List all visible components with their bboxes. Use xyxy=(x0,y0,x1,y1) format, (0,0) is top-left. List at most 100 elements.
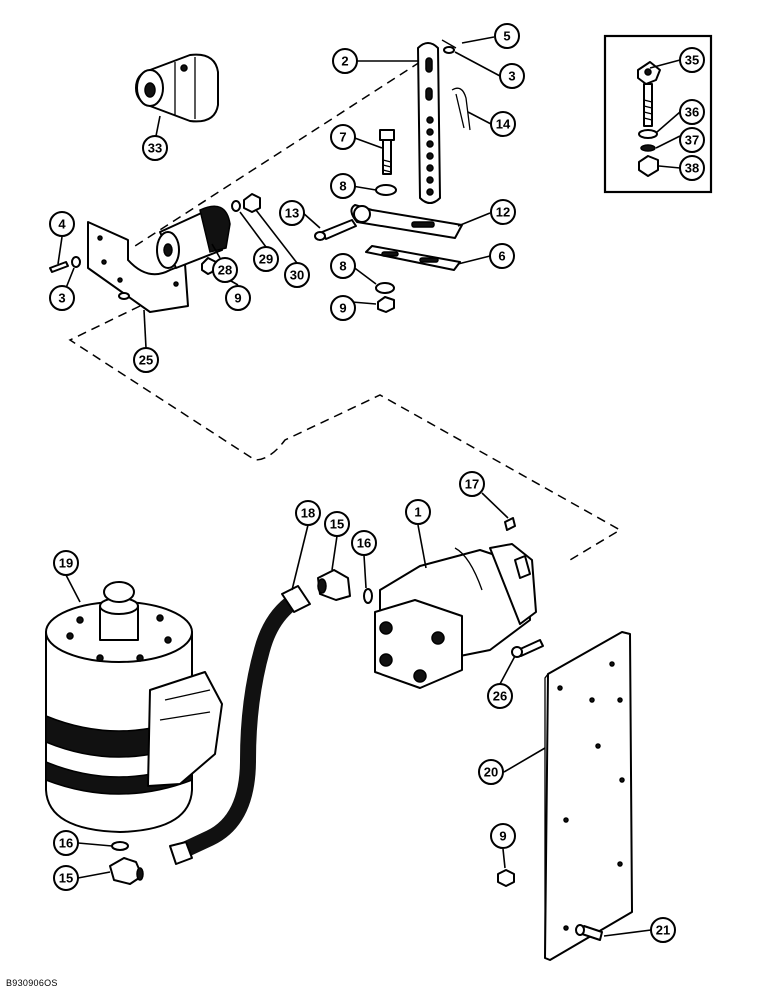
inset-parts xyxy=(637,61,661,177)
washer-8-lower xyxy=(375,282,395,294)
callout-9: 9 xyxy=(490,823,516,849)
callout-label: 28 xyxy=(218,263,232,278)
figure-code: B930906OS xyxy=(6,978,58,988)
callout-21: 21 xyxy=(650,917,676,943)
nut-9-mid xyxy=(377,296,395,313)
callout-label: 19 xyxy=(59,556,73,571)
washer-3-left xyxy=(71,256,81,268)
callout-16: 16 xyxy=(351,530,377,556)
bolt-21 xyxy=(575,924,603,941)
callout-label: 9 xyxy=(339,301,346,316)
callout-16: 16 xyxy=(53,830,79,856)
callout-label: 4 xyxy=(58,217,66,232)
washer-29 xyxy=(231,200,241,212)
callout-label: 16 xyxy=(59,836,73,851)
callout-35: 35 xyxy=(679,47,705,73)
reservoir-19 xyxy=(45,581,223,833)
callout-26: 26 xyxy=(487,683,513,709)
callout-28: 28 xyxy=(212,257,238,283)
callout-6: 6 xyxy=(489,243,515,269)
callout-30: 30 xyxy=(284,262,310,288)
callout-label: 33 xyxy=(148,141,162,156)
coupling-part xyxy=(135,53,219,123)
callout-label: 25 xyxy=(139,353,153,368)
callout-label: 21 xyxy=(656,923,670,938)
callout-2: 2 xyxy=(332,48,358,74)
pump-1 xyxy=(374,543,537,689)
callout-25: 25 xyxy=(133,347,159,373)
callout-label: 6 xyxy=(498,249,505,264)
callout-15: 15 xyxy=(53,865,79,891)
callout-label: 15 xyxy=(330,517,344,532)
hairpin-part xyxy=(451,87,471,131)
washer-8-upper xyxy=(375,184,397,196)
callout-label: 8 xyxy=(339,179,346,194)
callout-1: 1 xyxy=(405,499,431,525)
callout-29: 29 xyxy=(253,246,279,272)
callout-label: 12 xyxy=(496,205,510,220)
callout-label: 1 xyxy=(414,505,421,520)
callout-label: 9 xyxy=(499,829,506,844)
callout-3: 3 xyxy=(49,285,75,311)
callout-38: 38 xyxy=(679,155,705,181)
plate-6 xyxy=(365,245,461,271)
callout-label: 7 xyxy=(339,130,346,145)
nut-30 xyxy=(243,193,261,213)
callout-9: 9 xyxy=(330,295,356,321)
bolt-4 xyxy=(49,261,69,273)
callout-7: 7 xyxy=(330,124,356,150)
callout-label: 37 xyxy=(685,133,699,148)
callout-3: 3 xyxy=(499,63,525,89)
bolt-7 xyxy=(379,129,395,175)
oring-16-upper xyxy=(363,588,373,604)
callout-label: 18 xyxy=(301,506,315,521)
callout-label: 36 xyxy=(685,105,699,120)
callout-label: 13 xyxy=(285,206,299,221)
callout-15: 15 xyxy=(324,511,350,537)
callout-label: 3 xyxy=(508,69,515,84)
dashed-alignment-lines xyxy=(68,61,622,561)
callout-17: 17 xyxy=(459,471,485,497)
pin-washer-top xyxy=(441,39,457,54)
adjustment-bar-part xyxy=(417,42,441,204)
bolt-26 xyxy=(511,639,544,658)
bracket-12 xyxy=(350,204,463,239)
callout-label: 17 xyxy=(465,477,479,492)
callout-4: 4 xyxy=(49,211,75,237)
hose-18 xyxy=(169,585,311,865)
callout-5: 5 xyxy=(494,23,520,49)
callout-8: 8 xyxy=(330,173,356,199)
pin-13 xyxy=(314,219,357,241)
callout-label: 16 xyxy=(357,536,371,551)
callout-label: 35 xyxy=(685,53,699,68)
callout-9: 9 xyxy=(225,285,251,311)
callout-label: 5 xyxy=(503,29,510,44)
nut-9-lower xyxy=(497,869,515,887)
callout-label: 3 xyxy=(58,291,65,306)
callout-label: 30 xyxy=(290,268,304,283)
callout-label: 2 xyxy=(341,54,348,69)
callout-label: 8 xyxy=(339,259,346,274)
key-17 xyxy=(504,517,516,531)
mounting-plate-25 xyxy=(87,221,189,313)
callout-33: 33 xyxy=(142,135,168,161)
callout-label: 20 xyxy=(484,765,498,780)
panel-20 xyxy=(544,631,633,961)
inset-box xyxy=(603,34,713,194)
fitting-15-upper xyxy=(317,569,351,601)
callout-36: 36 xyxy=(679,99,705,125)
callout-label: 9 xyxy=(234,291,241,306)
callout-label: 26 xyxy=(493,689,507,704)
cylinder-28 xyxy=(156,205,231,269)
callout-13: 13 xyxy=(279,200,305,226)
callout-18: 18 xyxy=(295,500,321,526)
callout-label: 15 xyxy=(59,871,73,886)
fitting-15-lower xyxy=(109,857,144,885)
callout-19: 19 xyxy=(53,550,79,576)
callout-label: 14 xyxy=(496,117,511,132)
callout-8: 8 xyxy=(330,253,356,279)
callout-12: 12 xyxy=(490,199,516,225)
callout-37: 37 xyxy=(679,127,705,153)
callout-label: 38 xyxy=(685,161,699,176)
